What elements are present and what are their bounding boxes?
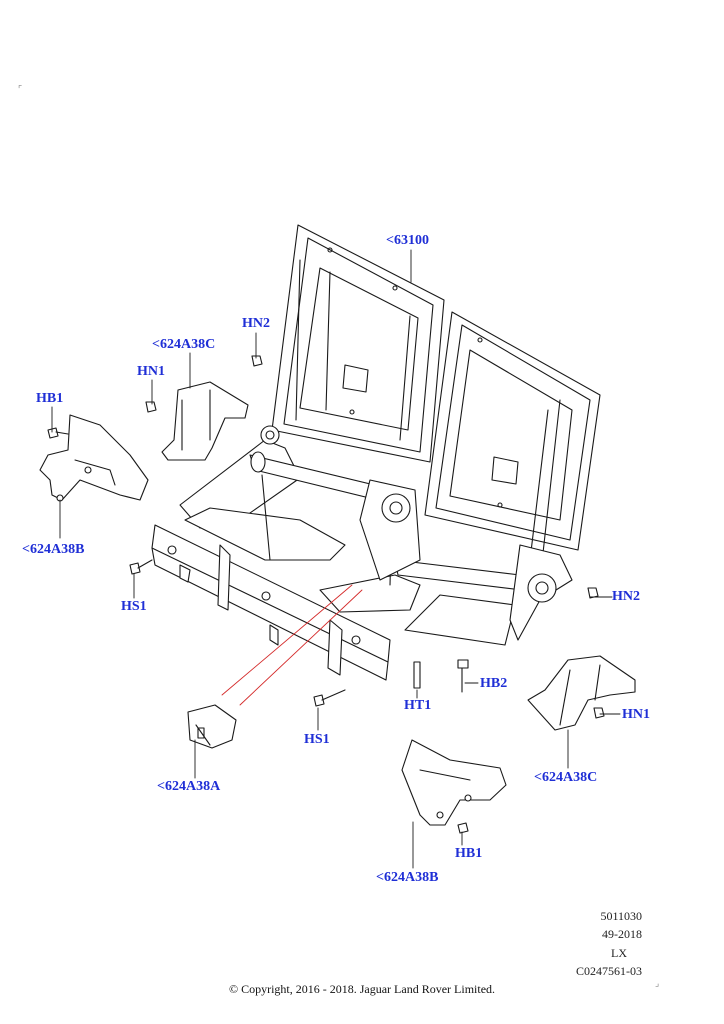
fastener-hn2-top [251,355,263,367]
fastener-hb1-bottom [457,822,469,834]
callout-624A38A[interactable]: <624A38A [157,779,221,794]
fastener-hb2 [457,659,469,693]
bracket-624A38B-bottom [401,739,507,826]
bracket-624A38B-left [39,414,149,502]
callout-HB2[interactable]: HB2 [480,676,508,691]
fastener-hn1-left [145,401,157,413]
callout-624A38B-left[interactable]: <624A38B [22,542,85,557]
callout-624A38B-bottom[interactable]: <624A38B [376,870,439,885]
callout-HN2-right[interactable]: HN2 [612,589,640,604]
fastener-hs1-center [313,689,346,707]
diagram-reference: C0247561-03 [576,964,642,978]
callout-HN1-right[interactable]: HN1 [622,707,650,722]
front-cross-rail [151,524,391,681]
diagram-model: LX [611,946,627,960]
callout-63100[interactable]: <63100 [386,233,429,248]
callout-624A38C-right[interactable]: <624A38C [534,770,598,785]
fastener-hs1-left [129,559,153,575]
bracket-624A38C-right [527,655,636,731]
diagram-part-number: 5011030 [600,909,642,923]
fastener-ht1 [413,661,421,689]
left-seat-back-frame [271,224,445,463]
callout-HS1-center[interactable]: HS1 [304,732,330,747]
bracket-624A38A [187,704,237,749]
fastener-hn2-right [587,587,599,599]
callout-624A38C-top[interactable]: <624A38C [152,337,216,352]
seat-cushion-frame [179,425,573,646]
callout-HN1-left[interactable]: HN1 [137,364,165,379]
red-detail-leaders [221,584,363,706]
right-seat-back-frame [424,311,601,581]
bracket-624A38C-top [161,381,249,461]
callout-HB1-bottom[interactable]: HB1 [455,846,483,861]
fastener-hn1-right [593,707,605,719]
corner-mark: ⌜ [18,84,23,94]
copyright-notice: © Copyright, 2016 - 2018. Jaguar Land Ro… [228,982,496,996]
callout-HT1[interactable]: HT1 [404,698,432,713]
corner-mark: ⌟ [655,978,660,988]
callout-HB1-left[interactable]: HB1 [36,391,64,406]
diagram-date: 49-2018 [602,927,642,941]
fastener-hb1-left [47,427,69,439]
leader-lines [51,249,621,869]
callout-HN2-top[interactable]: HN2 [242,316,270,331]
callout-HS1-left[interactable]: HS1 [121,599,147,614]
